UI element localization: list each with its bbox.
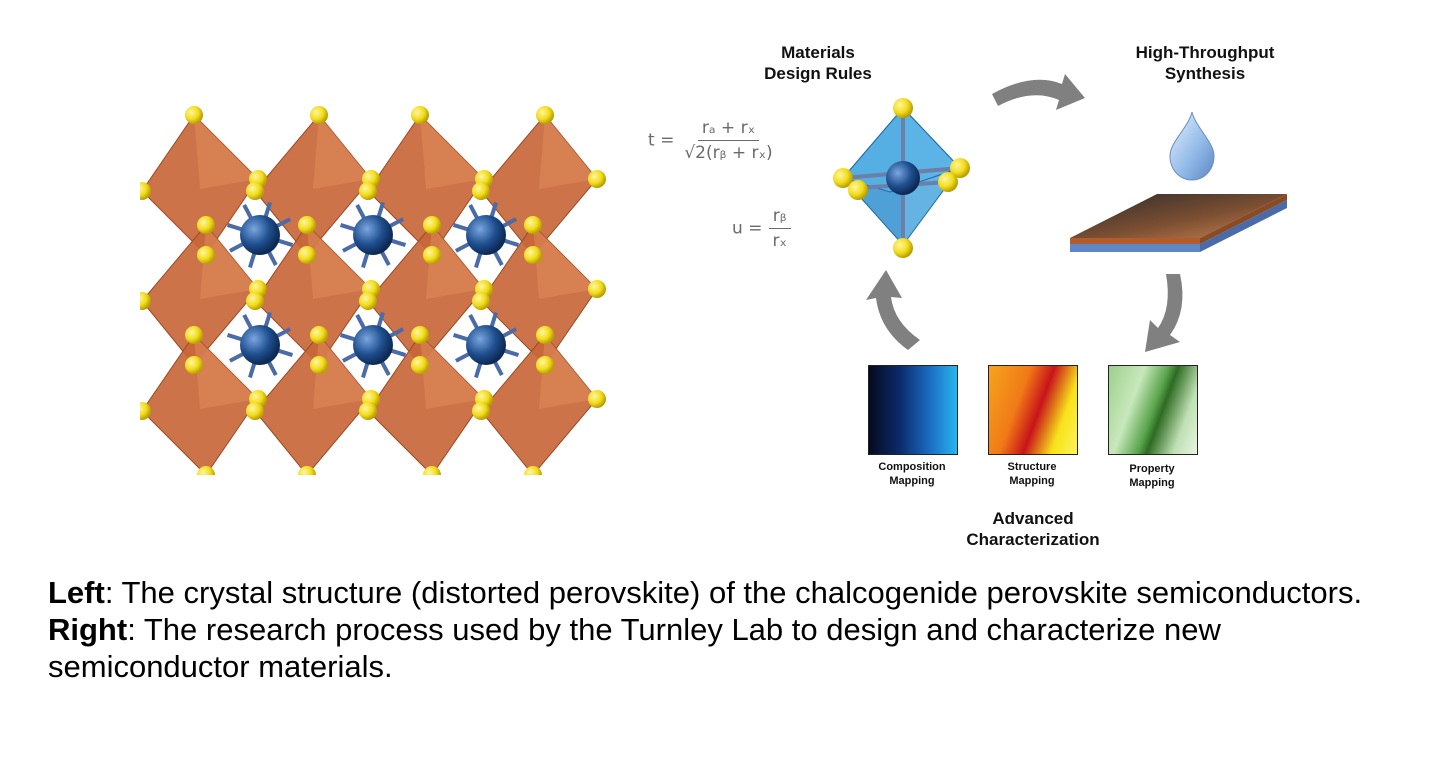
anion-sphere: [524, 466, 542, 475]
octahedron-facet: [539, 115, 597, 189]
octahedron-facet: [426, 225, 484, 299]
anion-sphere: [472, 292, 490, 310]
composition-map-swatch: [868, 365, 958, 455]
anion-sphere: [423, 216, 441, 234]
anion-sphere: [246, 292, 264, 310]
caption-right: Right: The research process used by the …: [48, 611, 1408, 685]
formula-denominator: √2(rᵦ + rₓ): [684, 143, 773, 163]
arrow-design-to-synthesis: [992, 74, 1085, 110]
label-structure-mapping: Structure Mapping: [1007, 461, 1057, 487]
structure-map-swatch: [988, 365, 1078, 455]
anion-sphere: [536, 106, 554, 124]
arrow-characterization-to-design: [866, 270, 920, 350]
anion-sphere: [359, 402, 377, 420]
cation-sphere: [466, 325, 506, 365]
caption-left: Left: The crystal structure (distorted p…: [48, 574, 1408, 611]
anion-sphere: [411, 356, 429, 374]
cation-sphere: [353, 215, 393, 255]
anion-sphere: [588, 390, 606, 408]
label-composition-mapping: Composition Mapping: [878, 461, 946, 487]
anion-sphere: [246, 402, 264, 420]
label-synthesis: High-Throughput Synthesis: [1135, 43, 1275, 83]
anion-sphere: [411, 326, 429, 344]
anion-sphere: [298, 466, 316, 475]
caption-right-label: Right: [48, 612, 128, 647]
octahedron-facet: [194, 115, 258, 189]
label-design-rules: Materials Design Rules: [764, 43, 872, 83]
octahedron-facet: [313, 335, 371, 409]
anion-sphere: [185, 356, 203, 374]
octahedron-facet: [313, 115, 371, 189]
cation-sphere: [466, 215, 506, 255]
anion-sphere: [185, 106, 203, 124]
anion-sphere: [524, 246, 542, 264]
anion-sphere: [536, 326, 554, 344]
anion-sphere: [411, 106, 429, 124]
anion-sphere: [472, 182, 490, 200]
anion-sphere: [185, 326, 203, 344]
anion-sphere: [246, 182, 264, 200]
anion-sphere: [140, 292, 151, 310]
octahedron-facet: [420, 335, 484, 409]
octahedron-facet: [307, 225, 371, 299]
formula-denominator: rₓ: [772, 231, 787, 251]
anion-sphere: [298, 246, 316, 264]
precursor-drop-icon: [1169, 111, 1215, 181]
formula-lhs: t =: [648, 130, 675, 151]
thin-film-sample: [1070, 194, 1287, 252]
anion-sphere: [588, 170, 606, 188]
anion-sphere: [536, 356, 554, 374]
octahedron-model: [833, 98, 970, 258]
formula-lhs: u =: [732, 218, 763, 239]
anion-sphere: [359, 292, 377, 310]
label-characterization: Advanced Characterization: [966, 509, 1100, 549]
anion-sphere: [140, 182, 151, 200]
property-map-swatch: [1108, 365, 1198, 455]
label-property-mapping: Property Mapping: [1129, 463, 1175, 489]
anion-sphere: [472, 402, 490, 420]
caption-left-label: Left: [48, 575, 105, 610]
cation-sphere: [353, 325, 393, 365]
crystal-structure-illustration: [140, 106, 606, 475]
anion-sphere: [140, 402, 151, 420]
tolerance-factor-formula: t = rₐ + rₓ√2(rᵦ + rₓ): [648, 118, 777, 163]
anion-sphere: [197, 246, 215, 264]
octahedron-facet: [539, 335, 597, 409]
figure-caption: Left: The crystal structure (distorted p…: [48, 574, 1408, 685]
octahedron-facet: [194, 335, 258, 409]
formula-numerator: rᵦ: [768, 206, 791, 229]
octahedron-facet: [200, 225, 258, 299]
caption-left-text: : The crystal structure (distorted perov…: [104, 575, 1363, 610]
anion-sphere: [310, 106, 328, 124]
cation-sphere: [240, 215, 280, 255]
anion-sphere: [197, 216, 215, 234]
arrow-synthesis-to-characterization: [1145, 274, 1183, 352]
anion-sphere: [310, 326, 328, 344]
anion-sphere: [359, 182, 377, 200]
caption-right-text: : The research process used by the Turnl…: [48, 612, 1221, 684]
anion-sphere: [197, 466, 215, 475]
octahedron-facet: [420, 115, 484, 189]
anion-sphere: [423, 246, 441, 264]
anion-sphere: [423, 466, 441, 475]
formula-numerator: rₐ + rₓ: [697, 118, 760, 141]
cation-sphere: [240, 325, 280, 365]
octahedron-facet: [533, 225, 597, 299]
anion-sphere: [588, 280, 606, 298]
anion-sphere: [524, 216, 542, 234]
anion-sphere: [310, 356, 328, 374]
anion-sphere: [298, 216, 316, 234]
